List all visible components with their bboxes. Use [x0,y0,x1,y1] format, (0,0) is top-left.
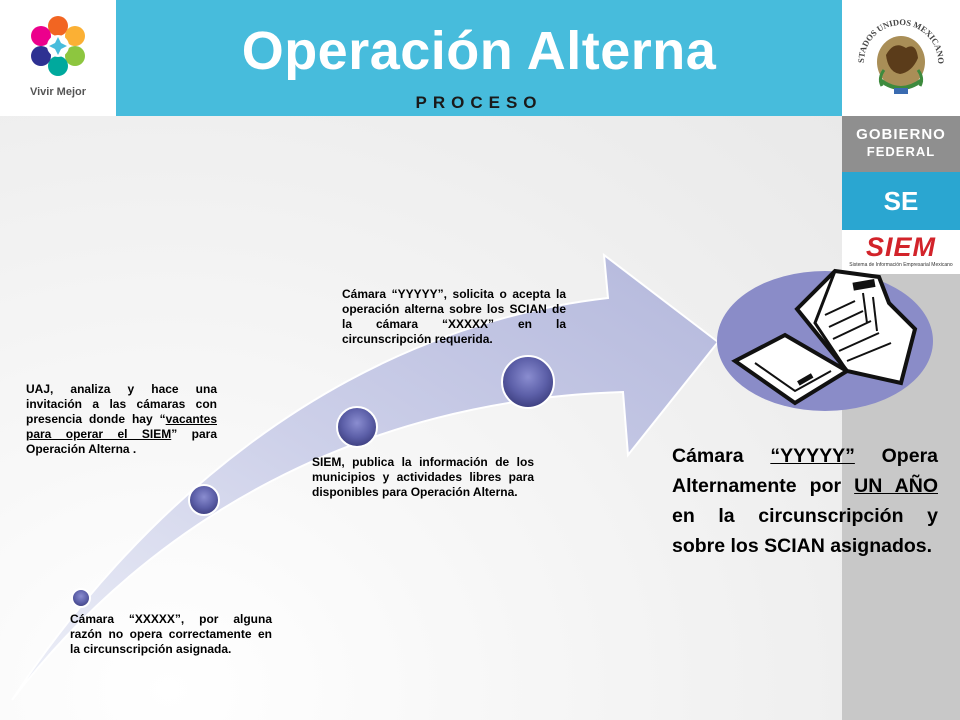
result-camera: “YYYYY” [770,445,855,467]
step-1-text: Cámara “XXXXX”, por alguna razón no oper… [70,612,272,656]
page-subtitle: PROCESO [415,93,543,112]
step-2-text: UAJ, analiza y hace una invitación a las… [26,382,217,457]
step-2-text-before: UAJ, analiza y hace una invitación a las… [26,382,217,426]
result-text: Cámara “YYYYY” Opera Alternamente por UN… [672,441,938,561]
header-band [116,0,842,116]
siem-label: SIEM [865,232,936,262]
gobierno-label: GOBIERNO [856,126,946,143]
flower-logo-icon [31,16,85,76]
result-prefix: Cámara [672,445,771,467]
node-3 [336,406,378,448]
federal-label: FEDERAL [866,144,936,159]
eagle-seal-icon: ESTADOS UNIDOS MEXICANOS [839,0,946,94]
logo-text: Vivir Mejor [29,86,87,98]
siem-logo: SIEM Sistema de Información Empresarial … [842,230,960,274]
result-period: UN AÑO [854,475,938,497]
node-1 [71,588,91,608]
result-mid: Opera Alternamente por [672,445,939,497]
node-4 [501,355,555,409]
gobierno-federal-badge: GOBIERNO FEDERAL [842,116,960,172]
result-suffix: en la circunscripción y sobre los SCIAN … [672,505,938,557]
step-4-text: Cámara “YYYYY”, solicita o acepta la ope… [342,287,566,346]
step-3-text: SIEM, publica la información de los muni… [312,455,534,499]
fax-machine-icon [717,268,933,411]
se-badge: SE [842,172,960,230]
step-2-text-after: ” para Operación Alterna . [26,427,217,456]
national-seal: ESTADOS UNIDOS MEXICANOS [839,0,960,116]
vivir-mejor-logo: Vivir Mejor [0,0,116,116]
node-2 [188,484,220,516]
step-2-link[interactable]: vacantes para operar el SIEM [26,412,217,441]
siem-subtitle: Sistema de Información Empresarial Mexic… [849,262,953,268]
page-title: Operación Alterna [241,21,717,81]
